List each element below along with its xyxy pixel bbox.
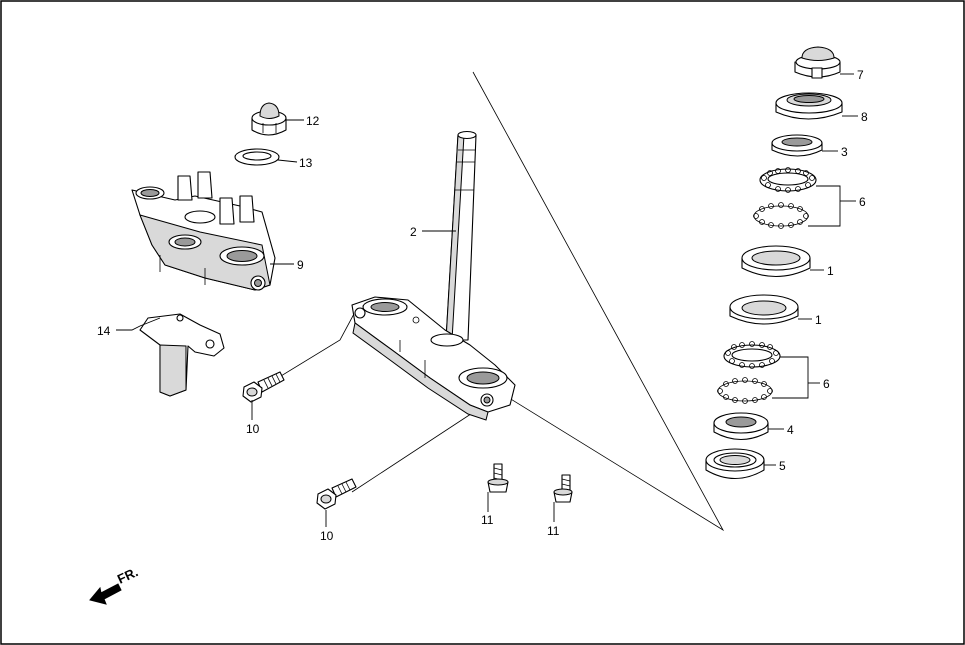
part-6-bearing-upper xyxy=(753,167,817,229)
part-10-bolt-lower xyxy=(316,478,357,510)
assembly-guide-lines xyxy=(472,71,725,532)
callout-5: 5 xyxy=(779,459,786,473)
part-10-bolt-upper xyxy=(242,371,285,403)
callout-6-upper: 6 xyxy=(859,195,866,209)
callout-12: 12 xyxy=(306,114,320,128)
part-4-lower-race xyxy=(713,412,769,441)
part-13-washer xyxy=(234,148,280,166)
callout-11-right: 11 xyxy=(547,524,560,538)
callout-1-lower: 1 xyxy=(815,313,822,327)
part-3-dust-seal xyxy=(771,134,823,157)
callout-10-lower: 10 xyxy=(320,529,334,543)
part-9-upper-bracket xyxy=(131,171,276,291)
front-direction-indicator: FR. xyxy=(89,564,140,605)
part-2-steering-stem xyxy=(351,130,516,421)
part-14-bracket xyxy=(139,313,225,397)
part-1-race-lower xyxy=(729,294,799,325)
callout-11-left: 11 xyxy=(481,513,494,527)
callout-2: 2 xyxy=(410,225,417,239)
callout-9: 9 xyxy=(297,258,304,272)
callout-7: 7 xyxy=(857,68,864,82)
part-11-screw-right xyxy=(553,474,573,503)
part-6-bearing-lower xyxy=(717,341,781,404)
callout-13: 13 xyxy=(299,156,313,170)
leader-lines xyxy=(116,73,858,527)
callout-4: 4 xyxy=(787,423,794,437)
part-5-lower-seal xyxy=(705,448,765,479)
part-7-lock-nut xyxy=(794,46,841,79)
callout-6-lower: 6 xyxy=(823,377,830,391)
part-8-adjusting-nut xyxy=(775,92,843,120)
bolt-guide-line-upper xyxy=(257,311,356,391)
callout-1-upper: 1 xyxy=(827,264,834,278)
part-1-race-upper xyxy=(741,245,811,277)
front-direction-label: FR. xyxy=(115,564,140,586)
bolt-guide-line-lower xyxy=(351,407,481,493)
part-11-screw-left xyxy=(487,463,509,493)
callout-3: 3 xyxy=(841,145,848,159)
callout-8: 8 xyxy=(861,110,868,124)
callout-10-upper: 10 xyxy=(246,422,260,436)
front-direction-arrow-icon xyxy=(89,583,122,605)
part-12-cap-nut xyxy=(251,102,287,136)
callout-14: 14 xyxy=(97,324,111,338)
